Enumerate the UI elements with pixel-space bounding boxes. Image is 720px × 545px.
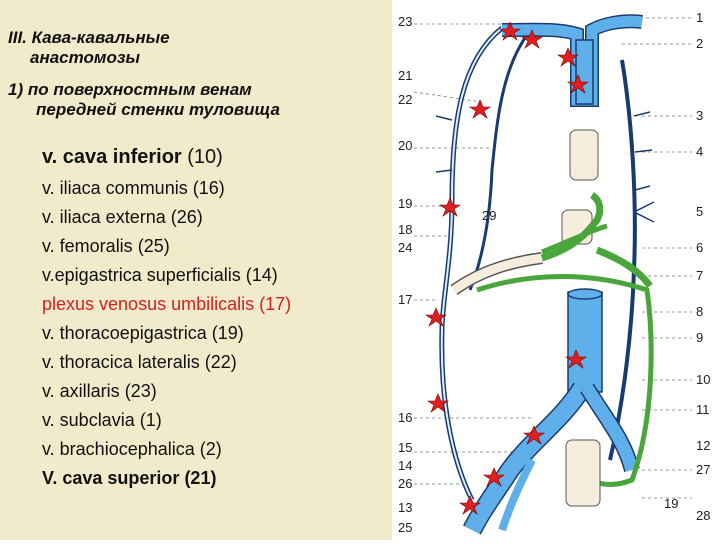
label-number: 28 (696, 508, 711, 523)
label-number: 26 (398, 476, 413, 491)
label-number: 15 (398, 440, 413, 455)
list-item: v.epigastrica superficialis (14) (42, 265, 278, 285)
label-number: 12 (696, 438, 711, 453)
label-number: 4 (696, 144, 704, 159)
list-item: v. cava inferior (10) (42, 146, 223, 168)
slide-title: III. Кава-кавальные анастомозы (8, 28, 170, 68)
list-item-highlighted: plexus venosus umbilicalis (17) (42, 294, 292, 314)
vein-list: v. cava inferior (10) v. iliaca communis… (42, 140, 291, 493)
label-number-29: 29 (482, 208, 497, 223)
label-number: 10 (696, 372, 711, 387)
slide-subtitle: 1) по поверхностным венам передней стенк… (8, 80, 280, 120)
text-panel: III. Кава-кавальные анастомозы 1) по пов… (0, 0, 392, 540)
label-number: 3 (696, 108, 704, 123)
list-item: v. brachiocephalica (2) (42, 439, 222, 459)
label-number: 7 (696, 268, 704, 283)
label-number: 9 (696, 330, 704, 345)
title-line-1: III. Кава-кавальные (8, 28, 170, 47)
anatomy-diagram: 23 21 22 20 19 18 24 17 16 15 14 26 13 2… (392, 0, 720, 540)
label-number: 8 (696, 304, 704, 319)
label-number: 5 (696, 204, 704, 219)
list-item: v. axillaris (23) (42, 381, 157, 401)
label-number: 2 (696, 36, 704, 51)
label-number: 22 (398, 92, 413, 107)
label-number: 1 (696, 10, 704, 25)
label-number: 14 (398, 458, 413, 473)
label-number: 24 (398, 240, 413, 255)
list-item: v. thoracica lateralis (22) (42, 352, 237, 372)
list-item: v. thoracoepigastrica (19) (42, 323, 244, 343)
label-number: 19 (398, 196, 413, 211)
label-number: 6 (696, 240, 704, 255)
list-item: v. iliaca communis (16) (42, 178, 225, 198)
label-number: 16 (398, 410, 413, 425)
label-number: 18 (398, 222, 413, 237)
label-number: 27 (696, 462, 711, 477)
label-number: 13 (398, 500, 413, 515)
label-number: 25 (398, 520, 413, 535)
label-number: 23 (398, 14, 413, 29)
subtitle-line-2: передней стенки туловища (36, 100, 280, 119)
vein-illustration (413, 14, 692, 535)
label-number: 21 (398, 68, 413, 83)
subtitle-line-1: 1) по поверхностным венам (8, 80, 252, 99)
list-item: v. subclavia (1) (42, 410, 162, 430)
list-item: v. iliaca externa (26) (42, 207, 203, 227)
list-item: v. femoralis (25) (42, 236, 170, 256)
label-number: 17 (398, 292, 413, 307)
title-line-2: анастомозы (30, 48, 141, 67)
label-number: 20 (398, 138, 413, 153)
label-number: 11 (696, 402, 710, 417)
list-item: V. cava superior (21) (42, 468, 217, 488)
page-number: 19 (664, 496, 679, 511)
